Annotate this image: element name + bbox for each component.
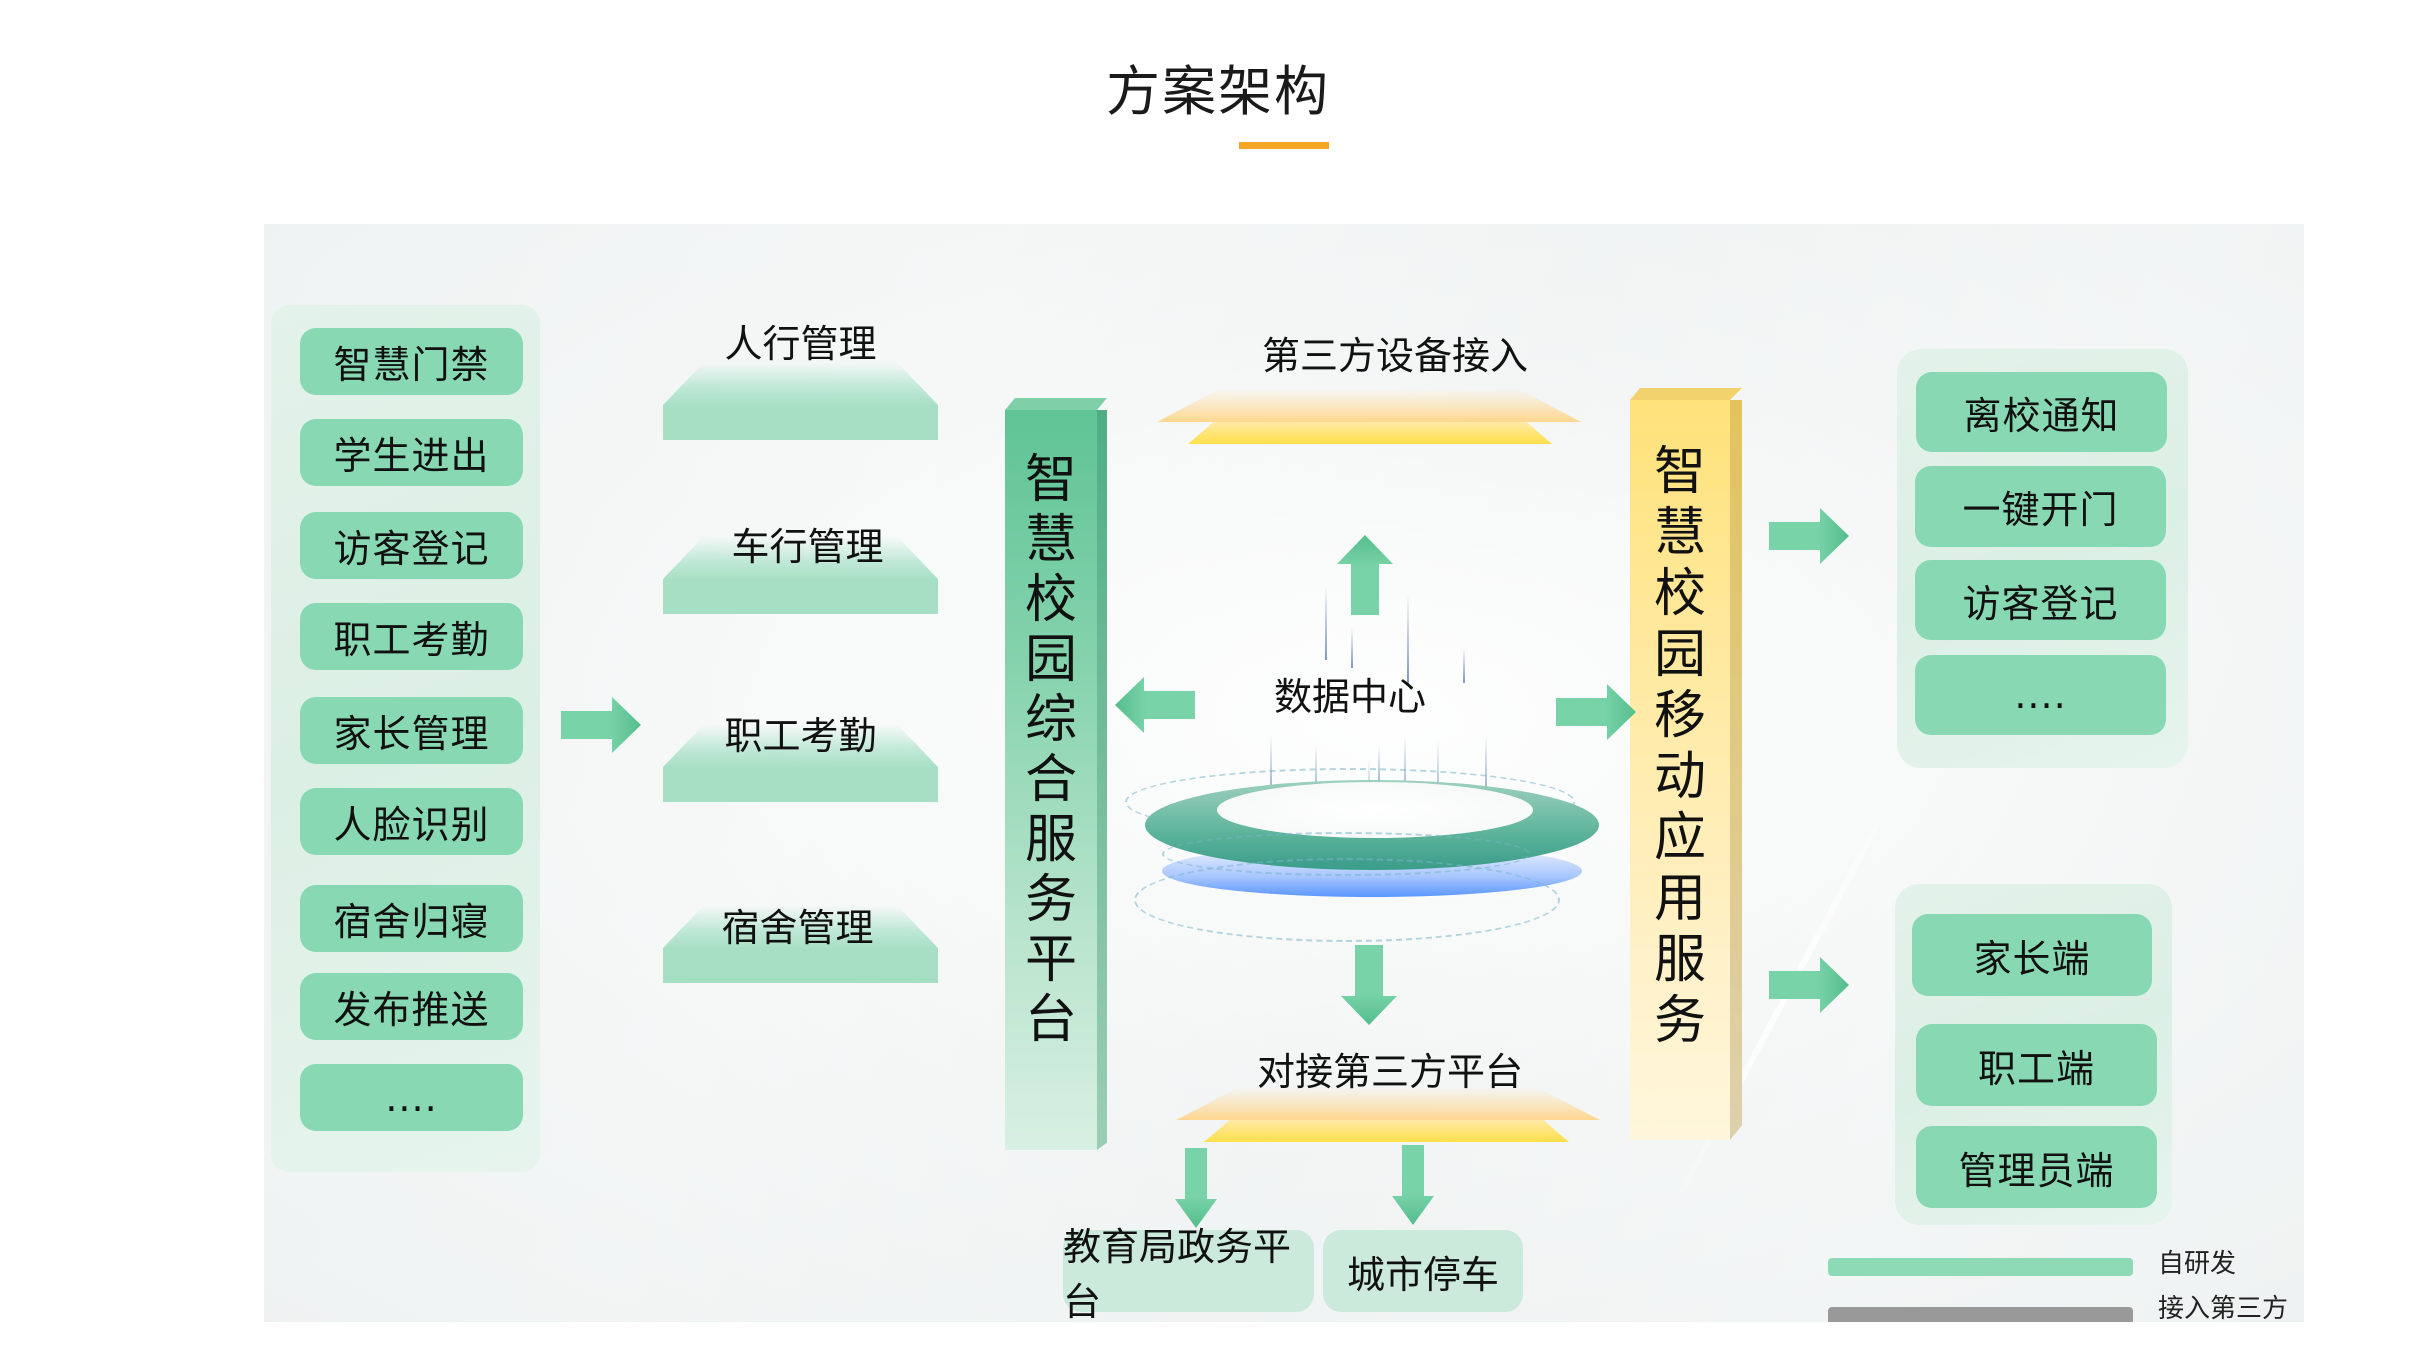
client-staff-end[interactable]: 职工端 <box>1916 1024 2157 1106</box>
target-city-parking[interactable]: 城市停车 <box>1323 1230 1523 1312</box>
page-title: 方案架构 <box>1106 60 1330 123</box>
third-party-slab-bottom <box>1204 1120 1569 1142</box>
arrow-down-icon <box>1175 1148 1217 1228</box>
left-item-face-recognition[interactable]: 人脸识别 <box>300 788 523 855</box>
data-line <box>1485 735 1487 810</box>
pillar-cap <box>1630 388 1742 400</box>
arrow-right-icon <box>1556 684 1636 740</box>
arrow-right-icon <box>561 697 641 753</box>
title-underline <box>1239 142 1329 149</box>
device-access-slab-top <box>1157 388 1581 422</box>
left-item-smart-access[interactable]: 智慧门禁 <box>300 328 523 395</box>
data-line <box>1407 594 1409 684</box>
target-education-bureau[interactable]: 教育局政务平台 <box>1063 1225 1314 1324</box>
layer-dorm-slab <box>663 905 938 983</box>
legend-swatch-self-developed <box>1828 1258 2133 1276</box>
mobile-item-one-key-open[interactable]: 一键开门 <box>1915 466 2166 547</box>
left-item-visitor-registration[interactable]: 访客登记 <box>300 512 523 579</box>
pillar-side <box>1097 410 1107 1150</box>
client-parent-end[interactable]: 家长端 <box>1912 914 2152 996</box>
pillar-face <box>1005 410 1097 1150</box>
arrow-down-icon <box>1341 945 1397 1025</box>
mobile-pillar-label: 智慧校园移动应用服务 <box>1653 442 1706 1051</box>
third-party-platform-label[interactable]: 对接第三方平台 <box>1256 1050 1523 1094</box>
arrow-left-icon <box>1115 677 1195 733</box>
legend-label-self-developed: 自研发 <box>2158 1249 2237 1279</box>
third-party-slab-top <box>1176 1087 1600 1120</box>
layer-pedestrian-slab <box>663 362 938 440</box>
mobile-item-leave-notice[interactable]: 离校通知 <box>1916 372 2167 452</box>
left-item-more[interactable]: .... <box>300 1064 523 1131</box>
legend-swatch-third-party <box>1828 1307 2133 1322</box>
pillar-side <box>1730 400 1742 1140</box>
layer-dorm-label[interactable]: 宿舍管理 <box>721 906 874 950</box>
layer-attendance-label[interactable]: 职工考勤 <box>724 714 877 758</box>
layer-pedestrian-label[interactable]: 人行管理 <box>724 322 877 366</box>
legend-label-third-party: 接入第三方 <box>2158 1294 2289 1324</box>
left-item-staff-attendance[interactable]: 职工考勤 <box>300 603 523 670</box>
layer-vehicle-slab <box>663 536 938 614</box>
mobile-item-visitor-registration[interactable]: 访客登记 <box>1915 560 2166 640</box>
arrow-up-icon <box>1337 535 1393 615</box>
pillar-face <box>1630 400 1730 1140</box>
layer-vehicle-label[interactable]: 车行管理 <box>731 525 884 569</box>
platform-pillar-label: 智慧校园综合服务平台 <box>1024 450 1077 1050</box>
device-access-slab-bottom <box>1188 422 1552 444</box>
arrow-down-icon <box>1392 1145 1434 1225</box>
left-item-parent-management[interactable]: 家长管理 <box>300 697 523 764</box>
mobile-item-more[interactable]: .... <box>1915 655 2166 735</box>
left-item-dorm-check-in[interactable]: 宿舍归寝 <box>300 885 523 952</box>
platform-pillar[interactable]: 智慧校园综合服务平台 <box>1005 398 1107 1150</box>
arrow-right-icon <box>1769 957 1849 1013</box>
data-line <box>1325 585 1327 660</box>
data-center-dashed-ring <box>1134 858 1560 942</box>
mobile-service-pillar[interactable]: 智慧校园移动应用服务 <box>1630 388 1744 1140</box>
arrow-right-icon <box>1769 508 1849 564</box>
data-line <box>1351 628 1353 668</box>
data-center-core <box>1217 782 1533 838</box>
data-center-label[interactable]: 数据中心 <box>1273 675 1426 719</box>
left-item-publish-push[interactable]: 发布推送 <box>300 973 523 1040</box>
pillar-cap <box>1005 398 1107 410</box>
layer-attendance-slab <box>663 724 938 802</box>
left-item-student-in-out[interactable]: 学生进出 <box>300 419 523 486</box>
client-admin-end[interactable]: 管理员端 <box>1916 1126 2157 1208</box>
device-access-label[interactable]: 第三方设备接入 <box>1261 334 1528 378</box>
data-line <box>1463 648 1465 683</box>
